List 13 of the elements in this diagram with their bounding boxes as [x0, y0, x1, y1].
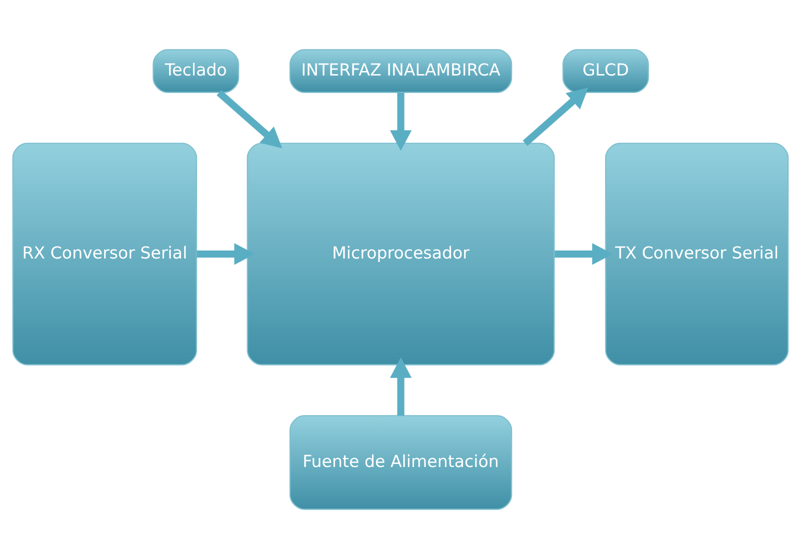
node-box: Teclado [152, 48, 240, 92]
arrow [522, 87, 588, 146]
arrow [196, 242, 255, 264]
node-box: TX Conversor Serial [605, 142, 789, 365]
arrow [390, 92, 412, 150]
node-box: RX Conversor Serial [12, 142, 198, 365]
arrow [216, 89, 282, 148]
node-box: INTERFAZ INALAMBIRCA [289, 48, 512, 92]
arrow [554, 242, 613, 264]
node-box: GLCD [562, 48, 649, 92]
node-box: Fuente de Alimentación [289, 414, 512, 510]
arrow [390, 356, 412, 416]
node-box: Microprocesador [246, 142, 555, 365]
